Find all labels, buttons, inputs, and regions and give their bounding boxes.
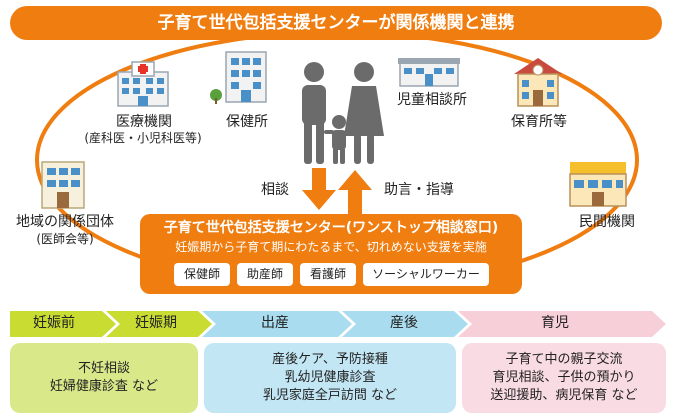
advice-label: 助言・指導 <box>384 182 454 198</box>
support-line: 乳幼児健康診査 <box>284 370 376 385</box>
jido-label: 児童相談所 <box>397 92 467 108</box>
support-line: 乳児家庭全戸訪問 など <box>262 388 398 403</box>
hoiku-label: 保育所等 <box>511 114 567 130</box>
center-title: 子育て世代包括支援センター(ワンストップ相談窓口) <box>163 220 499 236</box>
header-title: 子育て世代包括支援センターが関係機関と連携 <box>157 13 515 33</box>
family-icon <box>302 62 384 164</box>
tree-icon <box>210 89 222 104</box>
support-box-prenatal: 不妊相談 妊婦健康診査 など <box>10 343 198 413</box>
consult-label: 相談 <box>261 182 289 198</box>
support-line: 産後ケア、予防接種 <box>272 352 388 367</box>
center-subtitle: 妊娠期から子育て期にわたるまで、切れめない支援を実施 <box>175 240 487 254</box>
regional-organization-icon <box>41 161 85 209</box>
nursery-icon <box>514 58 562 107</box>
support-line: 妊婦健康診査 など <box>49 379 159 394</box>
header-banner: 子育て世代包括支援センターが関係機関と連携 <box>10 6 662 40</box>
hospital-icon <box>117 61 169 107</box>
up-arrow-icon <box>338 170 372 214</box>
chiiki-label: 地域の関係団体 <box>16 214 114 230</box>
staff-chip: ソーシャルワーカー <box>363 263 489 286</box>
health-center-icon <box>225 51 267 103</box>
hoken-label: 保健所 <box>226 114 268 130</box>
iryo-sub: (産科医・小児科医等) <box>84 131 202 145</box>
stage-label: 妊娠期 <box>135 315 177 331</box>
support-box-childcare: 子育て中の親子交流 育児相談、子供の預かり 送迎援助、病児保育 など <box>462 343 666 413</box>
down-arrow-icon <box>302 168 336 210</box>
support-box-birth: 産後ケア、予防接種 乳幼児健康診査 乳児家庭全戸訪問 など <box>204 343 456 413</box>
staff-chip: 看護師 <box>300 263 356 286</box>
staff-chip: 保健師 <box>174 263 230 286</box>
stage-label: 産後 <box>390 315 418 331</box>
private-institution-icon <box>569 162 627 207</box>
minkan-label: 民間機関 <box>579 214 635 230</box>
staff-chip: 助産師 <box>237 263 293 286</box>
support-line: 不妊相談 <box>77 361 130 376</box>
chiiki-sub: (医師会等) <box>36 232 94 246</box>
flow-arrows <box>302 168 372 214</box>
support-line: 子育て中の親子交流 <box>505 352 623 367</box>
stage-label: 妊娠前 <box>33 315 75 331</box>
stage-label: 育児 <box>541 315 569 331</box>
support-center-box: 子育て世代包括支援センター(ワンストップ相談窓口) 妊娠期から子育て期にわたるま… <box>140 214 522 294</box>
stage-label: 出産 <box>261 315 289 331</box>
child-guidance-center-icon <box>398 58 460 87</box>
stage-timeline <box>10 311 666 337</box>
support-line: 送迎援助、病児保育 など <box>490 388 638 403</box>
support-line: 育児相談、子供の預かり <box>492 370 636 385</box>
iryo-label: 医療機関 <box>116 114 172 130</box>
